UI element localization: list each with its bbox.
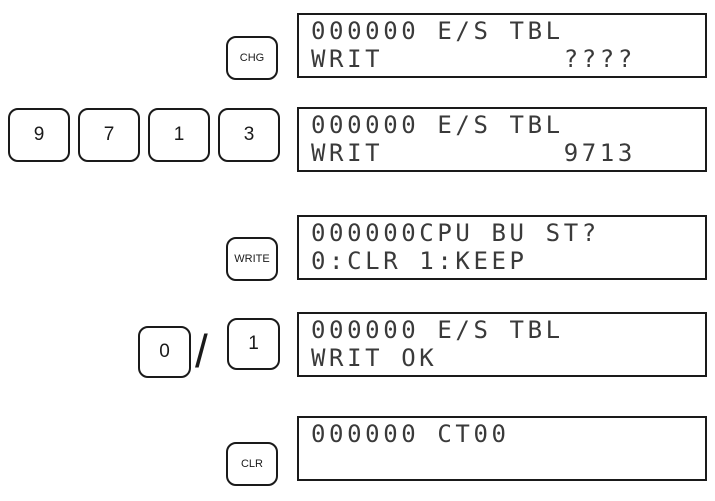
step-1: CHG 000000 E/S TBL WRIT ???? [0,0,715,90]
write-key[interactable]: WRITE [226,237,278,281]
lcd-line-1: 000000 CT00 [311,421,510,448]
lcd-display-4: 000000 E/S TBL WRIT OK [297,312,707,377]
lcd-display-1: 000000 E/S TBL WRIT ???? [297,13,707,78]
digit-1-key[interactable]: 1 [148,108,210,162]
digit-7-key[interactable]: 7 [78,108,140,162]
lcd-line-2: WRIT 9713 [311,140,636,167]
digit-0-key[interactable]: 0 [138,326,191,378]
digit-9-key[interactable]: 9 [8,108,70,162]
lcd-line-1: 000000 E/S TBL [311,18,564,45]
lcd-display-5: 000000 CT00 [297,416,707,481]
clr-key[interactable]: CLR [226,442,278,486]
digit-3-key[interactable]: 3 [218,108,280,162]
chg-key[interactable]: CHG [226,36,278,80]
lcd-line-2 [311,449,699,476]
or-separator: / [195,325,208,377]
lcd-line-1: 000000 E/S TBL [311,112,564,139]
step-5: CLR 000000 CT00 [0,405,715,495]
step-2: 9 7 1 3 000000 E/S TBL WRIT 9713 [0,100,715,190]
lcd-display-2: 000000 E/S TBL WRIT 9713 [297,107,707,172]
lcd-display-3: 000000CPU BU ST? 0:CLR 1:KEEP [297,215,707,280]
lcd-line-2: 0:CLR 1:KEEP [311,248,528,275]
lcd-line-1: 000000CPU BU ST? [311,220,600,247]
lcd-line-2: WRIT OK [311,345,438,372]
step-4: 0 / 1 000000 E/S TBL WRIT OK [0,305,715,395]
step-3: WRITE 000000CPU BU ST? 0:CLR 1:KEEP [0,205,715,295]
lcd-line-2: WRIT ???? [311,46,636,73]
lcd-line-1: 000000 E/S TBL [311,317,564,344]
digit-1-key[interactable]: 1 [227,318,280,370]
